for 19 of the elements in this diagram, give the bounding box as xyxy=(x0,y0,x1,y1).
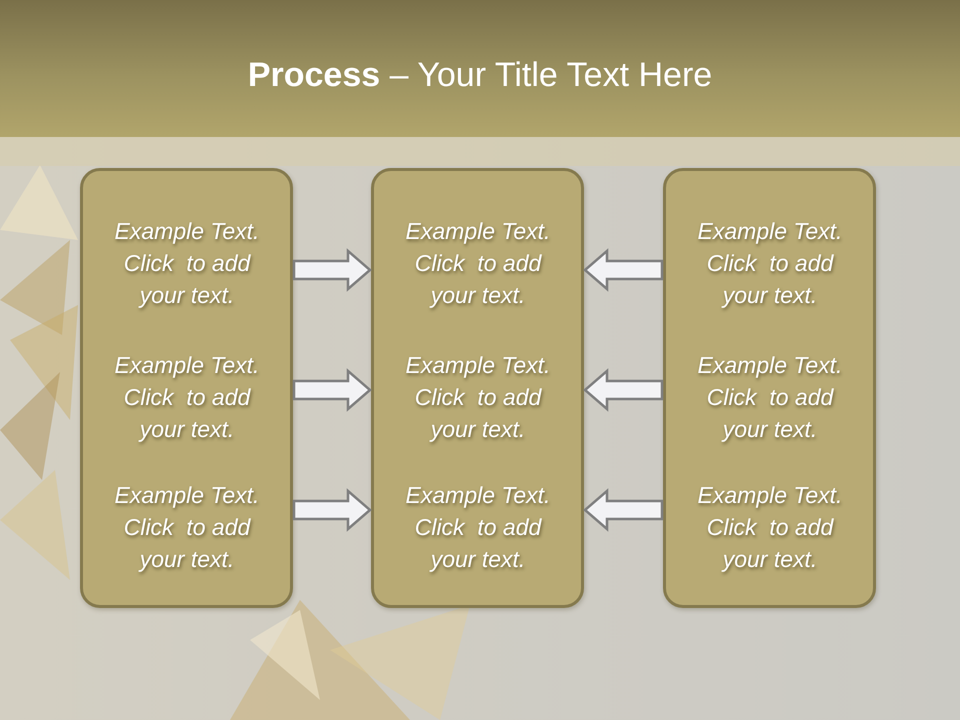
body-text: Example Text. Click to add your text. xyxy=(404,217,552,310)
body-text: Example Text. Click to add your text. xyxy=(114,217,260,310)
arrow xyxy=(292,488,372,532)
body-text: Example Text. Click to add your text. xyxy=(696,351,844,444)
body-text: Example Text. Click to add your text. xyxy=(114,481,260,574)
process-box xyxy=(80,168,293,608)
body-text: Example Text. Click to add your text. xyxy=(404,351,552,444)
arrow xyxy=(583,368,664,412)
body-text: Example Text. Click to add your text. xyxy=(404,481,552,574)
process-box xyxy=(371,168,584,608)
body-text: Example Text. Click to add your text. xyxy=(114,351,260,444)
process-box xyxy=(663,168,876,608)
arrow xyxy=(583,488,664,532)
body-text: Example Text. Click to add your text. xyxy=(696,481,844,574)
arrow xyxy=(292,248,372,292)
arrow xyxy=(292,368,372,412)
body-text: Example Text. Click to add your text. xyxy=(696,217,844,310)
arrow xyxy=(583,248,664,292)
slide-title: Process – Your Title Text Here xyxy=(248,55,712,96)
